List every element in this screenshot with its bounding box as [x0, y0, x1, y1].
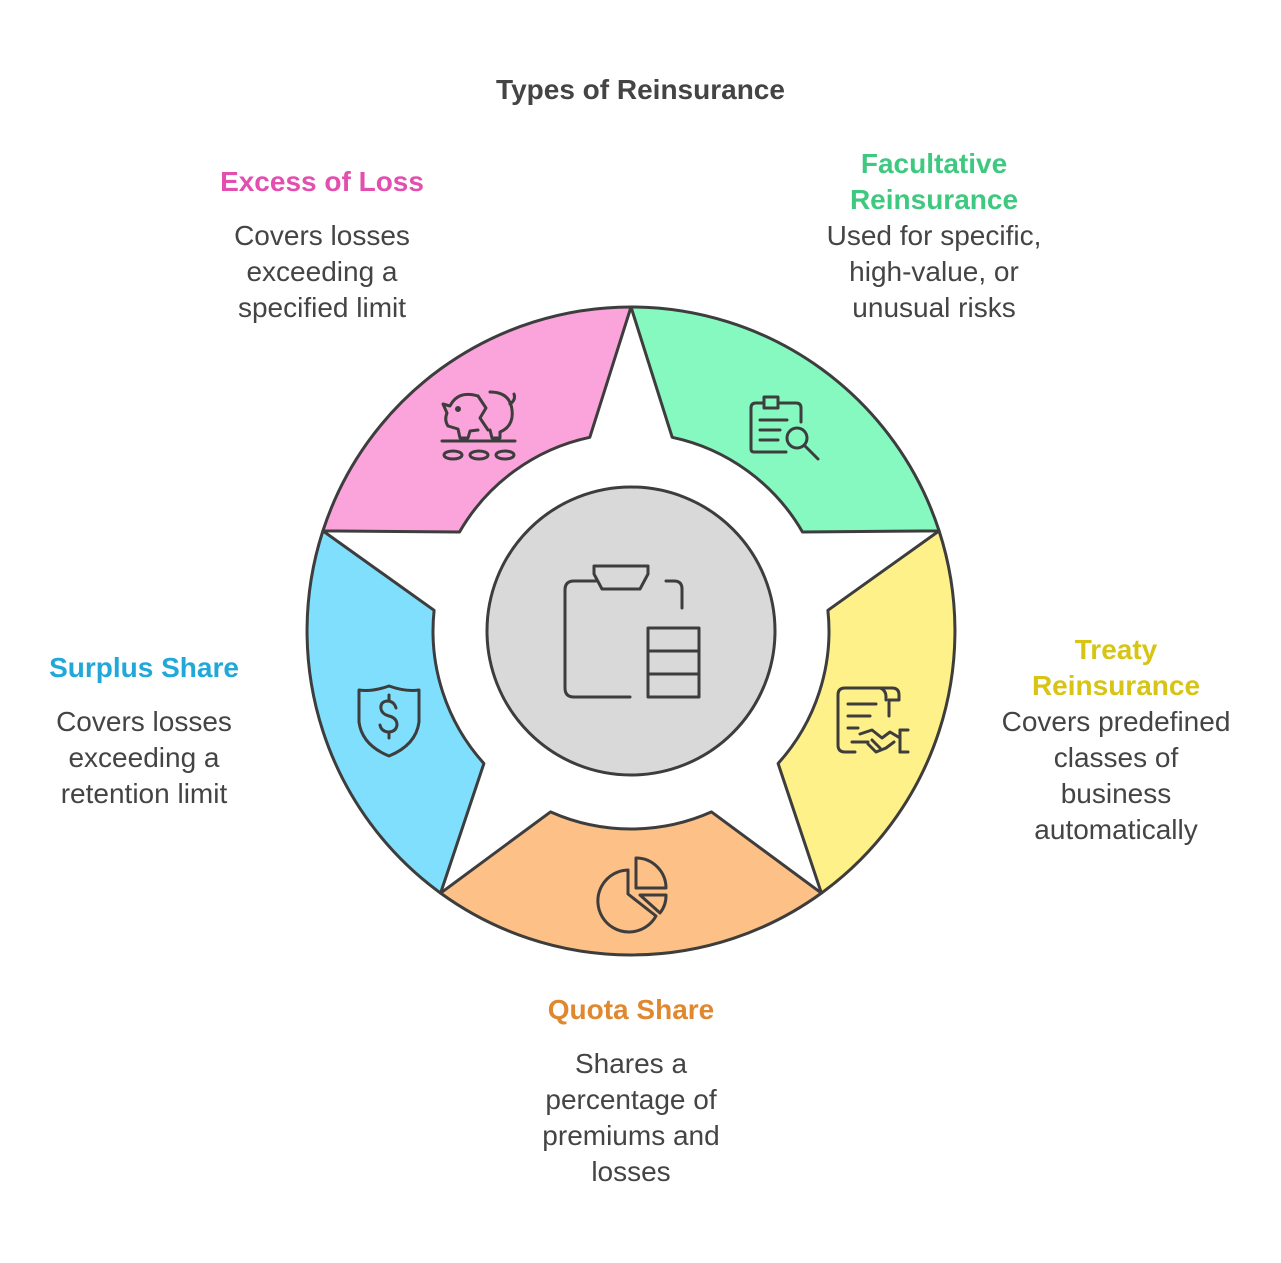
facultative-line-1: Used for specific,: [826, 220, 1042, 251]
facultative-line-2: high-value, or: [849, 256, 1019, 287]
broken-piggy-bank-icon: [440, 390, 517, 461]
dollar-shield-icon: [357, 684, 421, 758]
excess-of-loss-line-3: specified limit: [237, 292, 407, 323]
treaty-heading-line-1: Treaty: [1074, 634, 1158, 665]
excess-of-loss-heading: Excess of Loss: [220, 166, 424, 197]
quota-share-line-2: percentage of: [545, 1084, 717, 1115]
segment-treaty: [776, 529, 957, 895]
pie-chart-icon: [596, 856, 668, 934]
center-circle: [485, 485, 777, 777]
treaty-block: Treaty Reinsurance Covers predefined cla…: [966, 632, 1266, 848]
surplus-share-line-2: exceeding a: [68, 742, 220, 773]
facultative-heading-line-2: Reinsurance: [849, 184, 1019, 215]
quota-share-line-4: losses: [591, 1156, 671, 1187]
facultative-heading-line-1: Facultative: [860, 148, 1008, 179]
treaty-line-4: automatically: [1034, 814, 1198, 845]
excess-of-loss-line-1: Covers losses: [234, 220, 410, 251]
diagram-title: Types of Reinsurance: [496, 74, 785, 105]
treaty-line-1: Covers predefined: [1001, 706, 1231, 737]
quota-share-heading: Quota Share: [547, 994, 715, 1025]
surplus-share-heading: Surplus Share: [49, 652, 239, 683]
quota-share-block: Quota Share Shares a percentage of premi…: [481, 992, 781, 1190]
segment-surplus: [305, 529, 486, 895]
treaty-line-3: business: [1060, 778, 1172, 809]
surplus-share-line-3: retention limit: [60, 778, 228, 809]
treaty-heading-line-2: Reinsurance: [1031, 670, 1201, 701]
facultative-block: Facultative Reinsurance Used for specifi…: [784, 146, 1084, 326]
excess-of-loss-block: Excess of Loss Covers losses exceeding a…: [172, 164, 472, 326]
quota-share-line-3: premiums and: [542, 1120, 720, 1151]
surplus-share-block: Surplus Share Covers losses exceeding a …: [0, 650, 294, 812]
facultative-line-3: unusual risks: [852, 292, 1016, 323]
excess-of-loss-line-2: exceeding a: [246, 256, 398, 287]
contract-handshake-icon: [836, 686, 910, 754]
surplus-share-line-1: Covers losses: [56, 706, 232, 737]
segment-quota: [439, 810, 823, 957]
segment-excess: [321, 305, 633, 534]
clipboard-table-icon: [563, 564, 701, 699]
quota-share-line-1: Shares a: [574, 1048, 688, 1079]
clipboard-search-icon: [749, 395, 820, 461]
treaty-line-2: classes of: [1053, 742, 1179, 773]
